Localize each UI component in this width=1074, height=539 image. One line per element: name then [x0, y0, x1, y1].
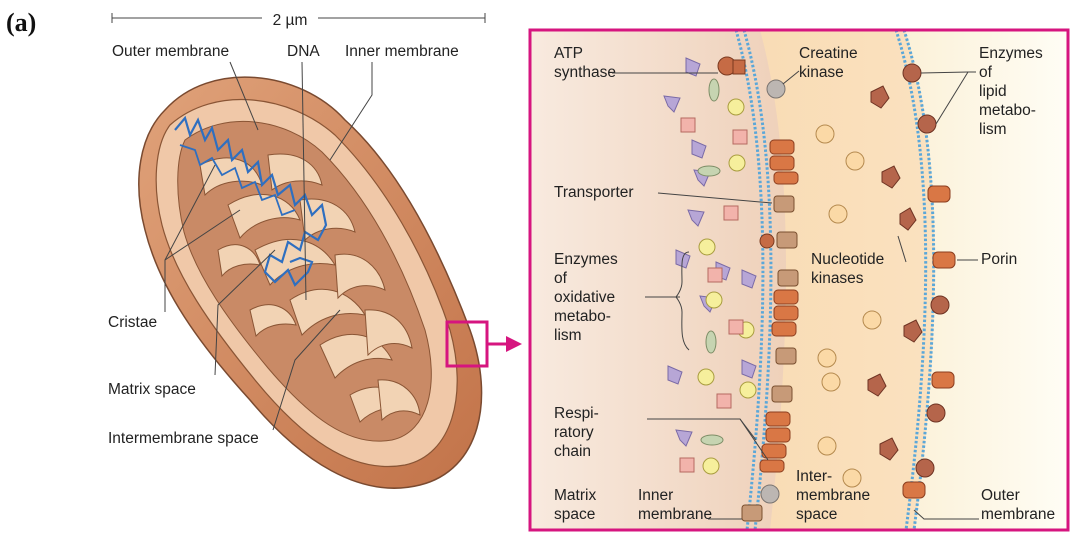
label-inner-membrane: Inner membrane: [345, 43, 459, 60]
scale-bar: 2 µm: [112, 8, 485, 29]
label-matrix-space: Matrix space: [108, 381, 196, 398]
label-transporter: Transporter: [554, 184, 634, 201]
zoom-arrow: [487, 336, 522, 352]
mitochondrion-illustration: [139, 77, 487, 488]
label-outer-membrane: Outer membrane: [112, 43, 229, 60]
zoom-detail-panel: ATP synthase Creatine kinase Enzymes of …: [530, 30, 1068, 530]
label-porin: Porin: [981, 251, 1017, 268]
label-intermembrane-space: Intermembrane space: [108, 430, 259, 447]
label-cristae: Cristae: [108, 314, 157, 331]
label-dna: DNA: [287, 43, 320, 60]
scale-bar-label: 2 µm: [273, 12, 308, 29]
panel-label: (a): [6, 8, 36, 37]
